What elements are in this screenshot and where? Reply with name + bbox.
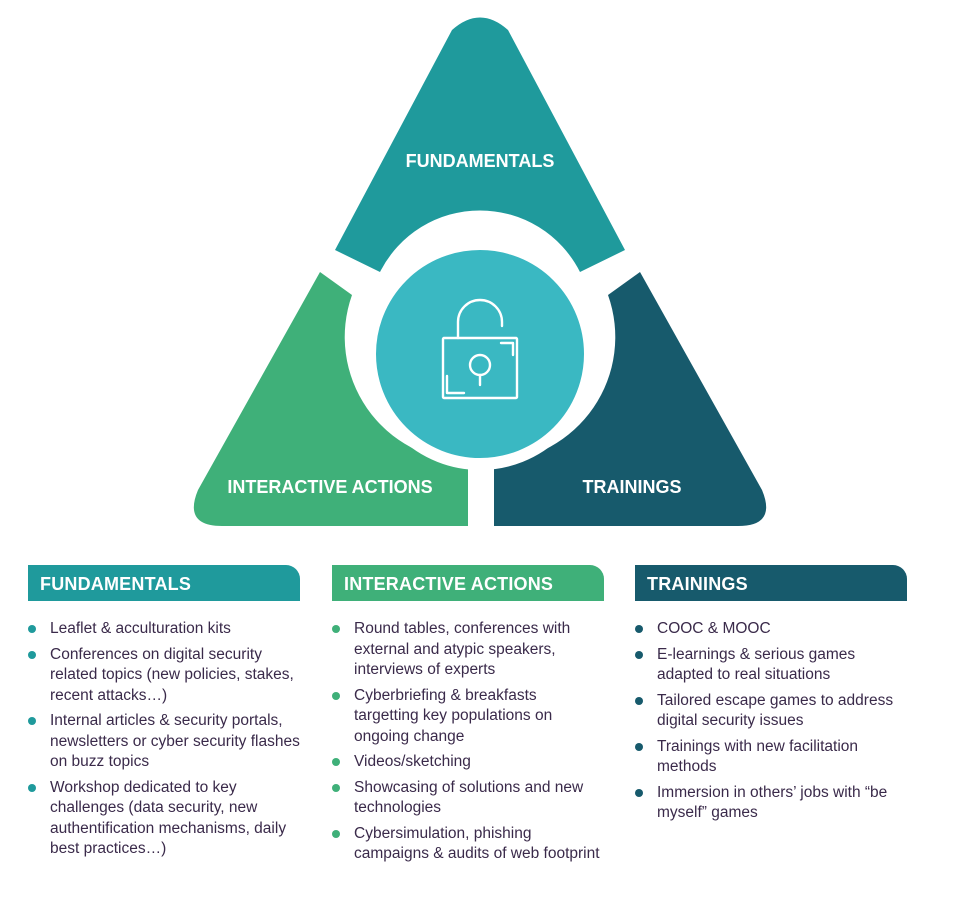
trainings-list: COOC & MOOC E-learnings & serious games …	[635, 619, 907, 824]
interactive-actions-column: INTERACTIVE ACTIONS Round tables, confer…	[332, 565, 604, 870]
list-item-text: Videos/sketching	[354, 753, 471, 770]
bullet-icon	[28, 783, 36, 792]
triangle-diagram: FUNDAMENTALS INTERACTIVE ACTIONS TRAININ…	[193, 17, 767, 526]
list-item-text: Internal articles & security portals, ne…	[50, 712, 300, 770]
list-item: Internal articles & security portals, ne…	[28, 711, 300, 773]
bullet-icon	[635, 650, 643, 659]
list-item: Round tables, conferences with external …	[332, 619, 604, 681]
bullet-icon	[635, 625, 643, 633]
open-padlock-icon	[441, 298, 519, 400]
list-item-text: Workshop dedicated to key challenges (da…	[50, 778, 287, 858]
list-item-text: Trainings with new facilitation methods	[657, 737, 859, 776]
fundamentals-segment-label: FUNDAMENTALS	[406, 151, 555, 171]
list-item: E-learnings & serious games adapted to r…	[635, 645, 907, 686]
trainings-column: TRAININGS COOC & MOOC E-learnings & seri…	[635, 565, 907, 829]
bullet-icon	[332, 691, 340, 700]
list-item-text: Leaflet & acculturation kits	[50, 620, 231, 637]
trainings-segment-label: TRAININGS	[583, 477, 682, 497]
list-item: Videos/sketching	[332, 752, 604, 773]
list-item: Conferences on digital security related …	[28, 645, 300, 707]
list-item-text: Tailored escape games to address digital…	[657, 691, 894, 730]
bullet-icon	[635, 742, 643, 751]
fundamentals-column-header: FUNDAMENTALS	[28, 565, 300, 601]
interactive-actions-list: Round tables, conferences with external …	[332, 619, 604, 865]
list-item-text: E-learnings & serious games adapted to r…	[657, 645, 856, 684]
list-item-text: Round tables, conferences with external …	[354, 620, 571, 678]
list-item-text: Cybersimulation, phishing campaigns & au…	[354, 824, 600, 863]
list-item-text: Cyberbriefing & breakfasts targetting ke…	[354, 686, 553, 745]
bullet-icon	[28, 717, 36, 725]
trainings-segment	[494, 272, 767, 526]
bullet-icon	[28, 625, 36, 633]
list-item: Trainings with new facilitation methods	[635, 737, 907, 778]
bullet-icon	[332, 829, 340, 838]
trainings-column-header: TRAININGS	[635, 565, 907, 601]
fundamentals-list: Leaflet & acculturation kits Conferences…	[28, 619, 300, 860]
list-item: Showcasing of solutions and new technolo…	[332, 778, 604, 819]
fundamentals-column: FUNDAMENTALS Leaflet & acculturation kit…	[28, 565, 300, 865]
list-item: Workshop dedicated to key challenges (da…	[28, 778, 300, 860]
list-item: Cyberbriefing & breakfasts targetting ke…	[332, 686, 604, 748]
bullet-icon	[332, 783, 340, 792]
list-item: Immersion in others’ jobs with “be mysel…	[635, 783, 907, 824]
bullet-icon	[28, 650, 36, 659]
fundamentals-segment	[335, 17, 625, 272]
bullet-icon	[635, 696, 643, 705]
interactive-actions-segment-label: INTERACTIVE ACTIONS	[227, 477, 432, 497]
list-item-text: COOC & MOOC	[657, 620, 771, 637]
list-item-text: Immersion in others’ jobs with “be mysel…	[657, 783, 888, 822]
list-item: Leaflet & acculturation kits	[28, 619, 300, 640]
bullet-icon	[332, 758, 340, 766]
interactive-actions-segment	[193, 272, 469, 526]
list-item-text: Showcasing of solutions and new technolo…	[354, 778, 584, 817]
list-item: Cybersimulation, phishing campaigns & au…	[332, 824, 604, 865]
list-item: Tailored escape games to address digital…	[635, 691, 907, 732]
bullet-icon	[635, 788, 643, 797]
list-item: COOC & MOOC	[635, 619, 907, 640]
interactive-actions-column-header: INTERACTIVE ACTIONS	[332, 565, 604, 601]
list-item-text: Conferences on digital security related …	[50, 645, 294, 704]
bullet-icon	[332, 625, 340, 633]
